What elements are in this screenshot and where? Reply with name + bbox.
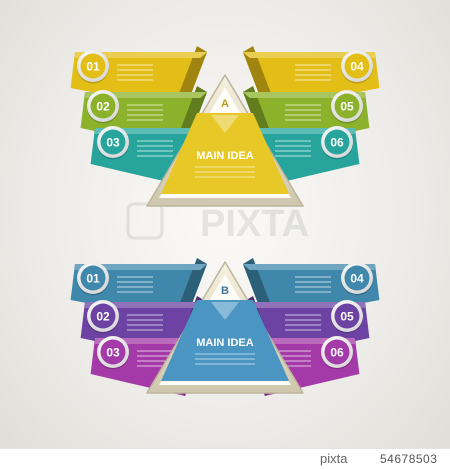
badge-label-01: 01 bbox=[86, 60, 100, 74]
badge-label-03: 03 bbox=[106, 136, 120, 150]
badge-03 bbox=[100, 129, 126, 155]
footer-bar: pixta 54678503 bbox=[0, 448, 450, 469]
watermark-logo bbox=[126, 202, 164, 240]
badge-label-04: 04 bbox=[350, 60, 364, 74]
ribbon-highlight-01 bbox=[75, 264, 207, 270]
badge-label-01: 01 bbox=[86, 272, 100, 286]
badge-05 bbox=[334, 303, 360, 329]
badge-04 bbox=[344, 265, 370, 291]
ribbon-highlight-01 bbox=[75, 52, 207, 58]
badge-04 bbox=[344, 53, 370, 79]
badge-label-02: 02 bbox=[96, 100, 110, 114]
main-idea-title: MAIN IDEA bbox=[196, 150, 254, 162]
badge-label-06: 06 bbox=[330, 346, 344, 360]
panel-accent bbox=[211, 115, 239, 133]
badge-02 bbox=[90, 303, 116, 329]
diagram-a: 01 02 03 04 05 06 A MAIN IDEA bbox=[70, 46, 380, 207]
badge-06 bbox=[324, 129, 350, 155]
badge-03 bbox=[100, 339, 126, 365]
badge-06 bbox=[324, 339, 350, 365]
diagram-b: 01 02 03 04 05 06 B MAIN IDEA bbox=[70, 258, 380, 396]
badge-01 bbox=[80, 53, 106, 79]
ribbon-highlight-04 bbox=[243, 264, 375, 270]
badge-label-02: 02 bbox=[96, 310, 110, 324]
badge-label-03: 03 bbox=[106, 346, 120, 360]
watermark-text: PIXTA bbox=[200, 203, 309, 245]
badge-label-05: 05 bbox=[340, 100, 354, 114]
main-idea-panel bbox=[161, 300, 289, 381]
ribbon-highlight-04 bbox=[243, 52, 375, 58]
badge-label-06: 06 bbox=[330, 136, 344, 150]
badge-05 bbox=[334, 93, 360, 119]
badge-label-05: 05 bbox=[340, 310, 354, 324]
panel-accent bbox=[211, 302, 239, 320]
badge-01 bbox=[80, 265, 106, 291]
main-idea-panel bbox=[161, 113, 289, 194]
main-idea-title: MAIN IDEA bbox=[196, 337, 254, 349]
diagram-letter: B bbox=[221, 285, 229, 297]
footer-brand: pixta bbox=[320, 451, 348, 466]
diagram-letter: A bbox=[221, 98, 229, 110]
badge-02 bbox=[90, 93, 116, 119]
badge-label-04: 04 bbox=[350, 272, 364, 286]
pixta-watermark: PIXTA bbox=[126, 202, 309, 245]
image-id: 54678503 bbox=[380, 452, 438, 466]
